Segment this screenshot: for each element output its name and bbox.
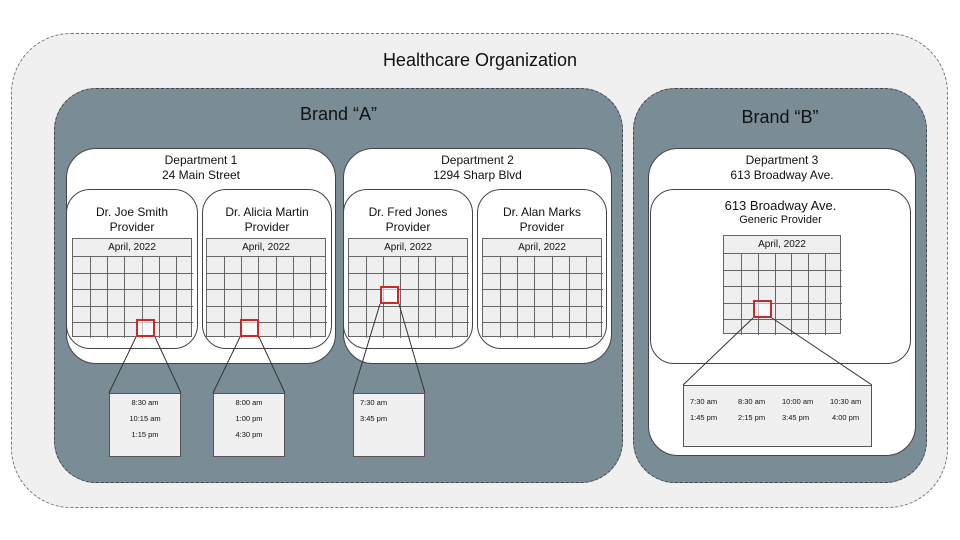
- department-2-label: Department 2 1294 Sharp Blvd: [343, 153, 612, 183]
- calendar-alicia-martin[interactable]: April, 2022: [206, 238, 327, 338]
- time-slot[interactable]: 3:45 pm: [782, 413, 810, 422]
- time-slots-alicia-martin: 8:00 am 1:00 pm 4:30 pm: [213, 393, 285, 457]
- time-slot[interactable]: 8:00 am: [235, 398, 263, 407]
- provider-role: Provider: [519, 220, 565, 234]
- calendar-month: April, 2022: [724, 236, 840, 254]
- time-slots-generic-provider: 7:30 am 8:30 am 10:00 am 10:30 am 1:45 p…: [683, 385, 872, 447]
- provider-role: Provider: [385, 220, 431, 234]
- department-2-address: 1294 Sharp Blvd: [433, 168, 522, 182]
- time-slot[interactable]: 8:30 am: [738, 397, 766, 406]
- time-slot[interactable]: 10:30 am: [830, 397, 862, 406]
- provider-role: Provider: [244, 220, 290, 234]
- time-slot[interactable]: 4:00 pm: [832, 413, 860, 422]
- selected-day-highlight[interactable]: [753, 300, 772, 318]
- time-slot[interactable]: 1:00 pm: [235, 414, 263, 423]
- provider-name: Dr. Alicia Martin: [225, 205, 309, 219]
- brand-b-title: Brand “B”: [741, 107, 819, 127]
- provider-generic-label: 613 Broadway Ave. Generic Provider: [650, 198, 911, 228]
- calendar-grid: [349, 257, 469, 338]
- calendar-grid: [483, 257, 603, 338]
- provider-name: Dr. Alan Marks: [502, 205, 582, 219]
- calendar-month: April, 2022: [207, 239, 325, 257]
- provider-joe-smith-label: Dr. Joe Smith Provider: [66, 205, 198, 235]
- department-1-name: Department 1: [164, 153, 238, 167]
- calendar-grid: [207, 257, 327, 338]
- provider-fred-jones-label: Dr. Fred Jones Provider: [343, 205, 473, 235]
- time-slot[interactable]: 10:15 am: [129, 414, 161, 423]
- time-slot[interactable]: 2:15 pm: [738, 413, 766, 422]
- time-slot[interactable]: 7:30 am: [690, 397, 718, 406]
- calendar-month: April, 2022: [483, 239, 601, 257]
- department-3-address: 613 Broadway Ave.: [730, 168, 834, 182]
- provider-name: Dr. Joe Smith: [95, 205, 169, 219]
- calendar-month: April, 2022: [349, 239, 467, 257]
- provider-role: Generic Provider: [739, 214, 822, 226]
- provider-role: Provider: [109, 220, 155, 234]
- time-slot[interactable]: 7:30 am: [360, 398, 388, 407]
- time-slot[interactable]: 1:45 pm: [690, 413, 718, 422]
- calendar-grid: [73, 257, 193, 338]
- time-slot[interactable]: 10:00 am: [782, 397, 814, 406]
- brand-a-title: Brand “A”: [299, 104, 378, 124]
- provider-alicia-martin-label: Dr. Alicia Martin Provider: [202, 205, 332, 235]
- calendar-generic-provider[interactable]: April, 2022: [723, 235, 842, 335]
- calendar-fred-jones[interactable]: April, 2022: [348, 238, 469, 338]
- department-3-name: Department 3: [745, 153, 819, 167]
- time-slot[interactable]: 8:30 am: [131, 398, 159, 407]
- calendar-grid: [724, 254, 842, 335]
- selected-day-highlight[interactable]: [240, 319, 259, 337]
- calendar-alan-marks[interactable]: April, 2022: [482, 238, 603, 338]
- department-2-name: Department 2: [441, 153, 514, 167]
- provider-alan-marks-label: Dr. Alan Marks Provider: [477, 205, 607, 235]
- time-slot[interactable]: 1:15 pm: [131, 430, 159, 439]
- calendar-month: April, 2022: [73, 239, 191, 257]
- time-slots-joe-smith: 8:30 am 10:15 am 1:15 pm: [109, 393, 181, 457]
- selected-day-highlight[interactable]: [380, 286, 399, 304]
- calendar-joe-smith[interactable]: April, 2022: [72, 238, 193, 338]
- department-1-label: Department 1 24 Main Street: [66, 153, 336, 183]
- time-slot[interactable]: 4:30 pm: [235, 430, 263, 439]
- selected-day-highlight[interactable]: [136, 319, 155, 337]
- provider-name: Dr. Fred Jones: [368, 205, 448, 219]
- department-3-label: Department 3 613 Broadway Ave.: [648, 153, 916, 183]
- provider-name: 613 Broadway Ave.: [724, 198, 837, 213]
- department-1-address: 24 Main Street: [161, 168, 241, 182]
- time-slot[interactable]: 3:45 pm: [360, 414, 388, 423]
- organization-title: Healthcare Organization: [382, 50, 578, 70]
- time-slots-fred-jones: 7:30 am 3:45 pm: [353, 393, 425, 457]
